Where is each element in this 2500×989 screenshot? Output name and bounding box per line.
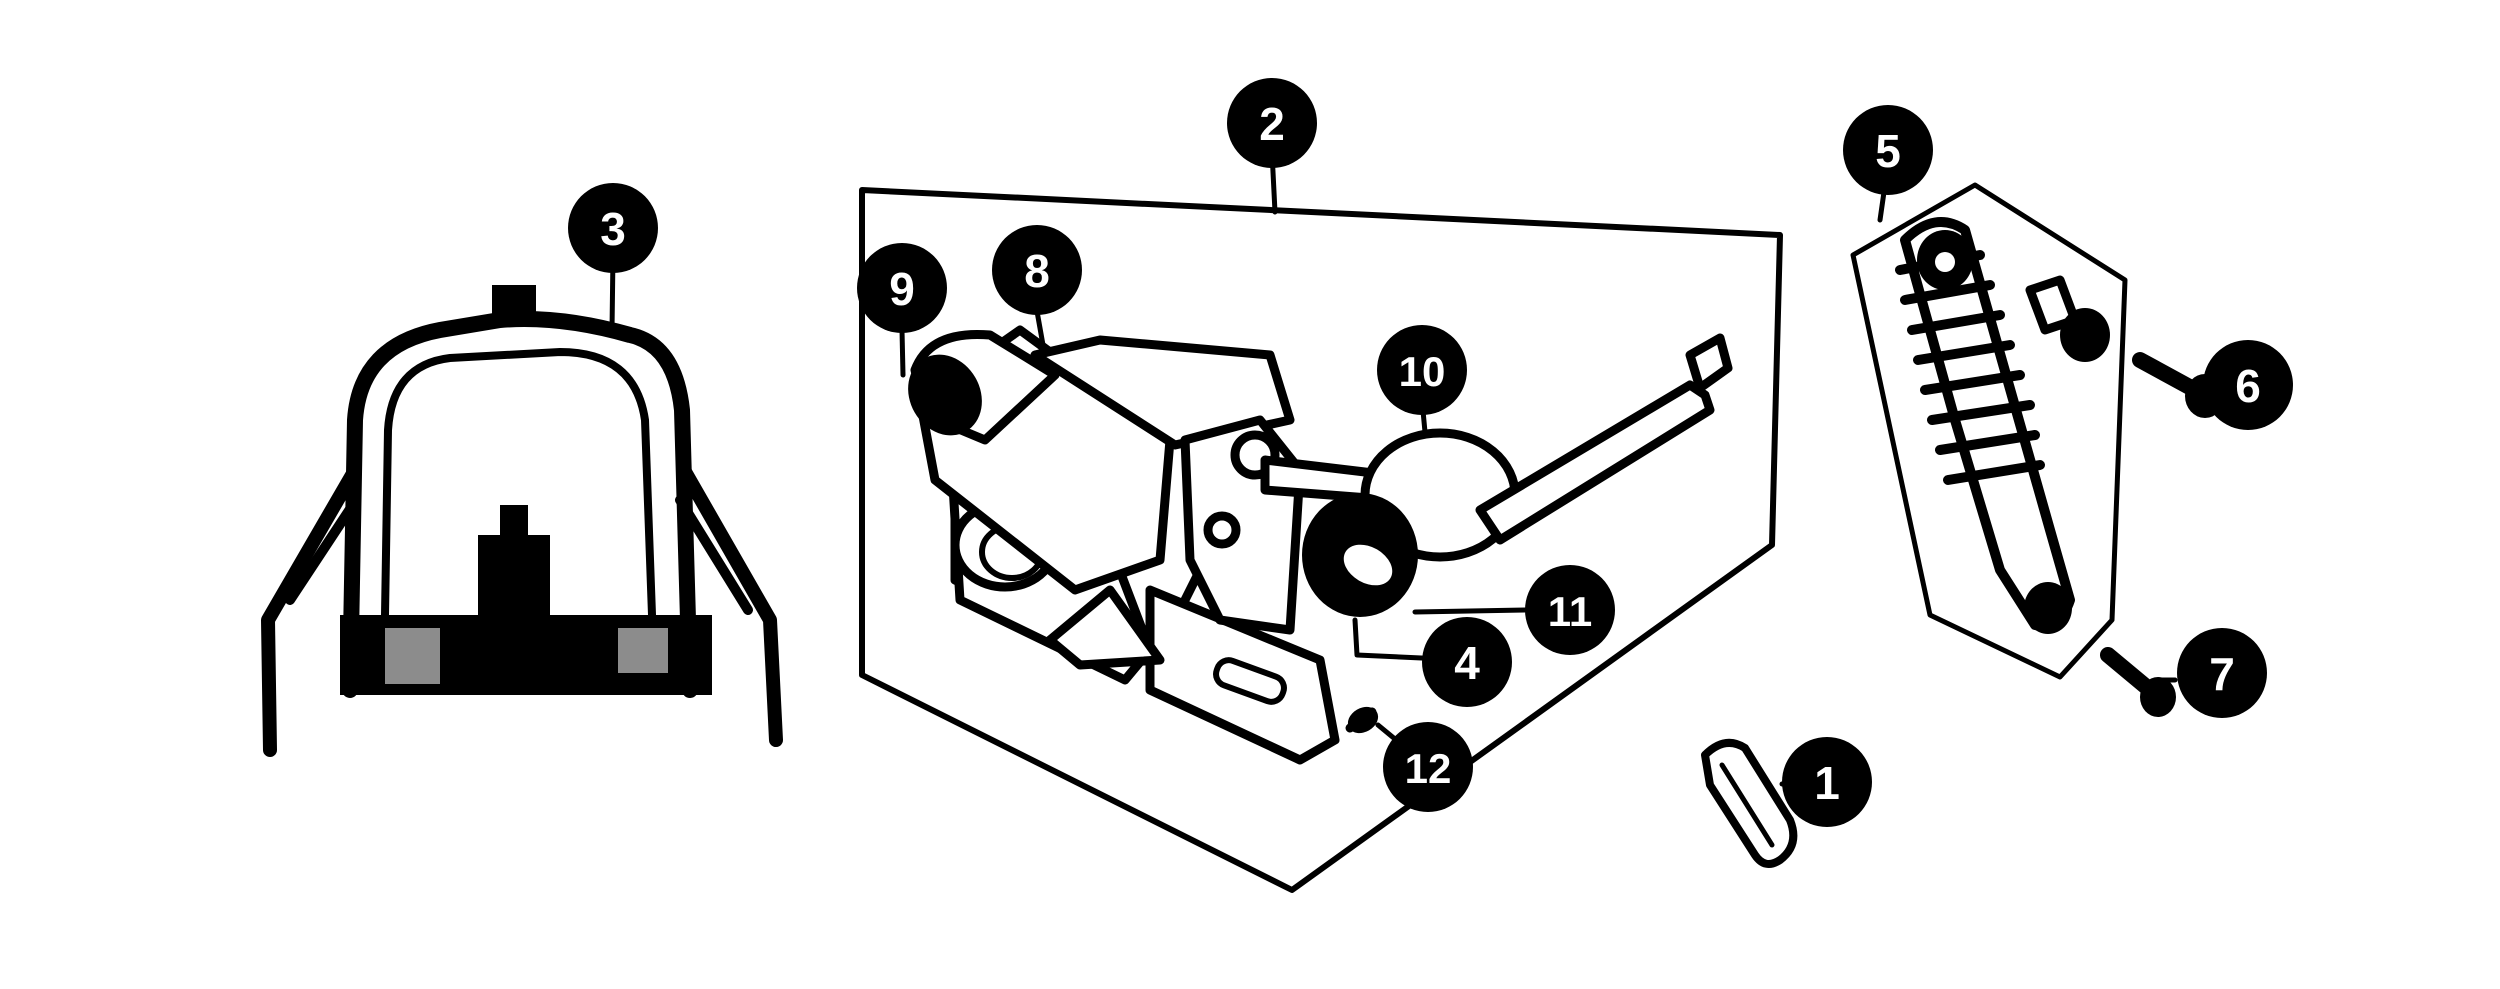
callout-6: 6 (2203, 340, 2293, 430)
shock-absorber-part (1895, 217, 2110, 634)
callout-6-label: 6 (2235, 360, 2261, 412)
callout-9: 9 (857, 243, 947, 333)
callout-10-label: 10 (1399, 348, 1446, 395)
callout-9-label: 9 (889, 263, 915, 315)
callout-8: 8 (992, 225, 1082, 315)
callout-10: 10 (1377, 325, 1467, 415)
pad-part-1 (1701, 738, 1798, 868)
callout-2: 2 (1227, 78, 1317, 168)
callout-3: 3 (568, 183, 658, 273)
callout-11-label: 11 (1548, 588, 1592, 635)
callout-1: 1 (1782, 737, 1872, 827)
bolt-part-7 (2100, 647, 2176, 717)
callout-12: 12 (1383, 722, 1473, 812)
callout-5: 5 (1843, 105, 1933, 195)
group-boundary-2 (859, 187, 1783, 893)
callout-7-label: 7 (2209, 648, 2235, 700)
callout-2-label: 2 (1259, 98, 1285, 150)
callout-4-label: 4 (1454, 637, 1480, 689)
callout-7: 7 (2177, 628, 2267, 718)
callout-4: 4 (1422, 617, 1512, 707)
callout-1-label: 1 (1814, 757, 1840, 809)
engine-mount-assembly (908, 325, 1733, 765)
callout-12-label: 12 (1405, 745, 1452, 792)
callout-11: 11 (1525, 565, 1615, 655)
rear-frame-part (261, 285, 783, 757)
callout-5-label: 5 (1875, 125, 1901, 177)
group-boundary-5 (1850, 182, 2128, 680)
callout-3-label: 3 (600, 203, 626, 255)
callout-8-label: 8 (1024, 245, 1050, 297)
